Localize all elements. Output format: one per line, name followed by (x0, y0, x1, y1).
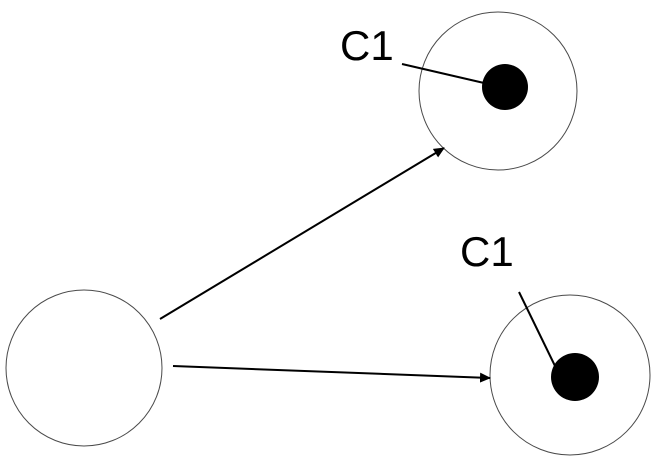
arrow-to-bottom-target (172, 365, 491, 383)
arrow-to-top-target (159, 147, 445, 320)
top-node-label: C1 (340, 22, 394, 69)
top-target-dot (482, 64, 528, 110)
top-label-leader (401, 63, 498, 87)
bottom-node-label: C1 (460, 228, 514, 275)
bottom-label-leader (518, 291, 557, 369)
source-circle (5, 289, 163, 447)
bottom-target-dot (551, 353, 599, 401)
